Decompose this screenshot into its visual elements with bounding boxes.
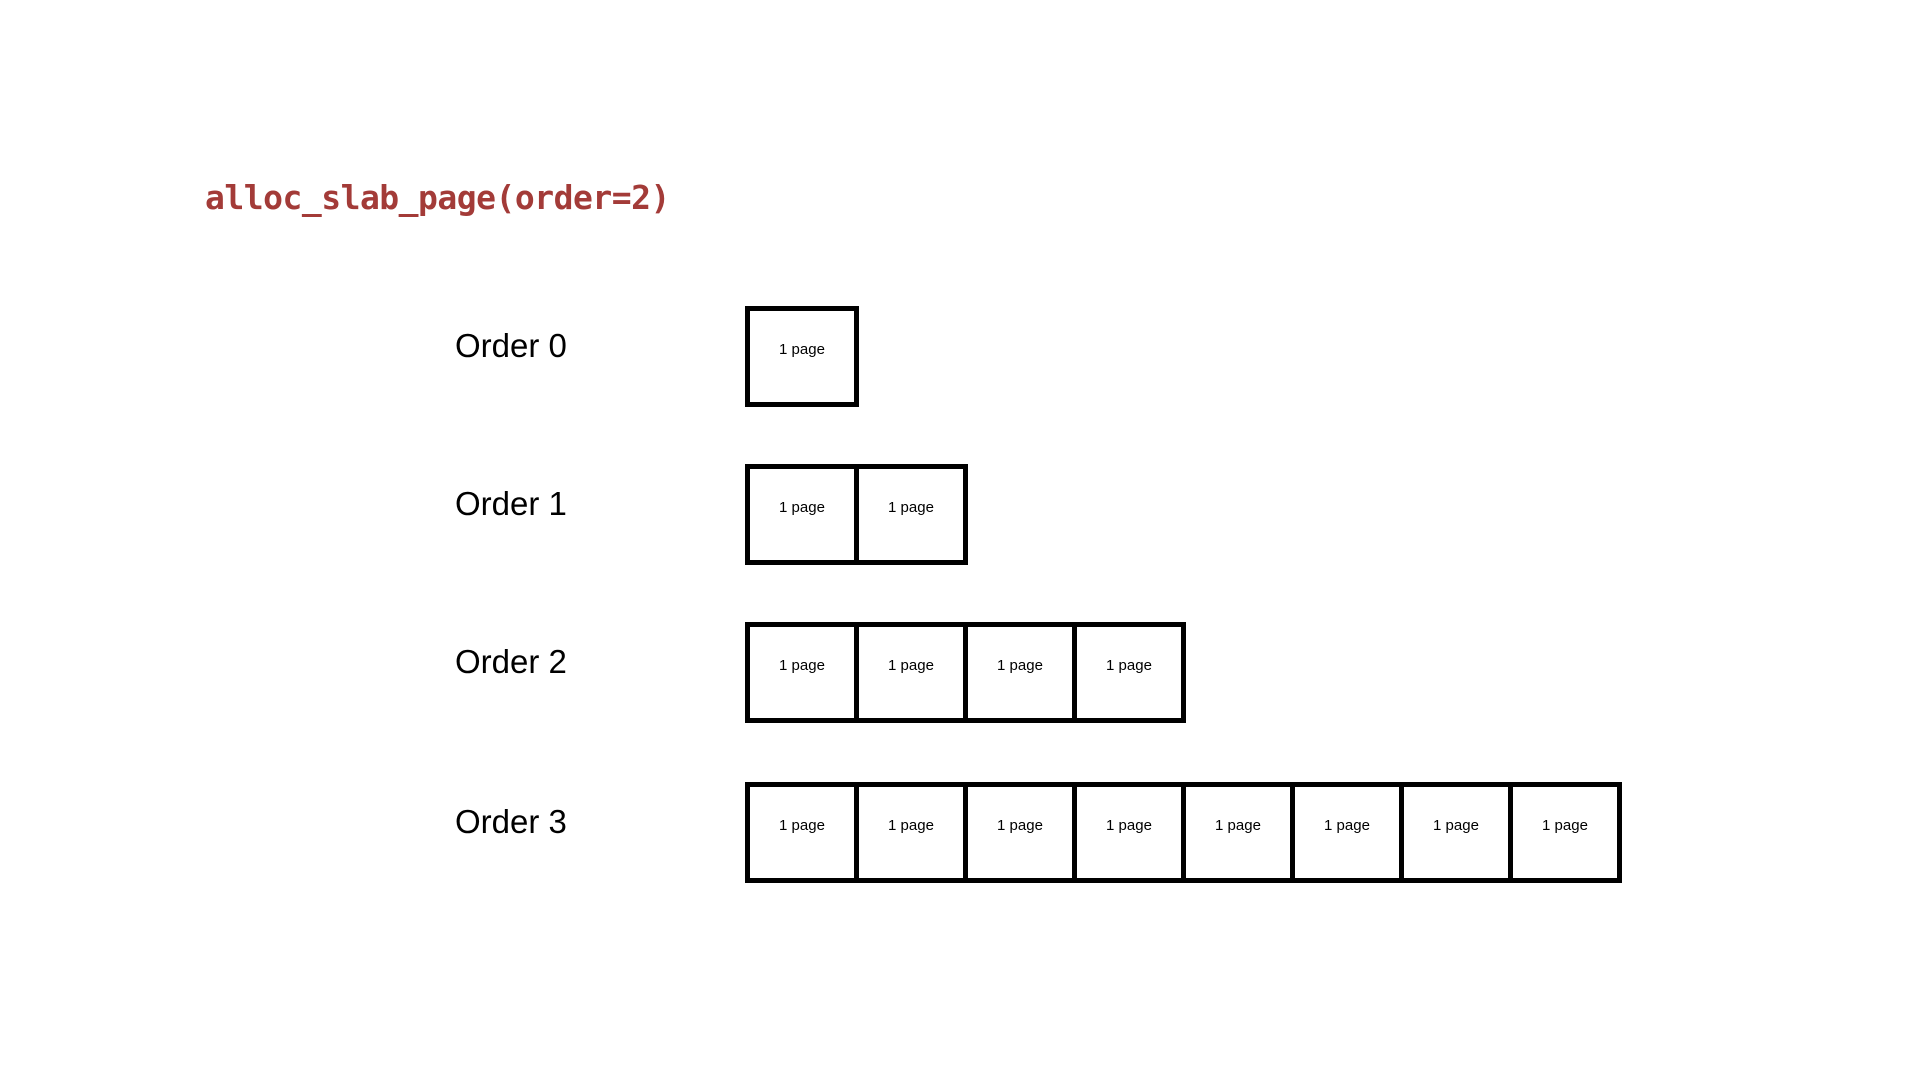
page-box-label: 1 page (779, 341, 825, 358)
page-box: 1 page (854, 627, 963, 718)
page-box-label: 1 page (779, 817, 825, 834)
page-box-group: 1 page 1 page (745, 464, 968, 565)
page-box-label: 1 page (1542, 817, 1588, 834)
page-box-label: 1 page (779, 657, 825, 674)
page-box: 1 page (963, 627, 1072, 718)
page-box: 1 page (750, 469, 854, 560)
page-box-label: 1 page (1106, 817, 1152, 834)
page-box-group: 1 page 1 page 1 page 1 page (745, 622, 1186, 723)
page-box-label: 1 page (1106, 657, 1152, 674)
page-box: 1 page (1072, 787, 1181, 878)
order-label: Order 2 (455, 643, 567, 680)
page-box-label: 1 page (1433, 817, 1479, 834)
page-box: 1 page (854, 787, 963, 878)
page-box-label: 1 page (997, 817, 1043, 834)
page-box-label: 1 page (888, 499, 934, 516)
page-box: 1 page (854, 469, 963, 560)
page-box: 1 page (1508, 787, 1617, 878)
page-box: 1 page (963, 787, 1072, 878)
slide-title: alloc_slab_page(order=2) (205, 178, 670, 217)
order-row: Order 2 1 page 1 page 1 page 1 page (455, 622, 1186, 723)
page-box: 1 page (1399, 787, 1508, 878)
order-label: Order 3 (455, 803, 567, 840)
page-box-label: 1 page (1324, 817, 1370, 834)
page-box-label: 1 page (1215, 817, 1261, 834)
order-row: Order 1 1 page 1 page (455, 464, 968, 565)
page-box-group: 1 page 1 page 1 page 1 page 1 page 1 page 1 pa… (745, 782, 1622, 883)
order-label: Order 1 (455, 485, 567, 522)
page-box: 1 page (750, 311, 854, 402)
page-box-label: 1 page (888, 657, 934, 674)
page-box: 1 page (1181, 787, 1290, 878)
page-box: 1 page (1290, 787, 1399, 878)
page-box-label: 1 page (888, 817, 934, 834)
page-box: 1 page (750, 627, 854, 718)
order-row: Order 0 1 page (455, 306, 859, 407)
page-box-group: 1 page (745, 306, 859, 407)
page-box: 1 page (750, 787, 854, 878)
page-box-label: 1 page (997, 657, 1043, 674)
page-box: 1 page (1072, 627, 1181, 718)
order-label: Order 0 (455, 327, 567, 364)
page-box-label: 1 page (779, 499, 825, 516)
